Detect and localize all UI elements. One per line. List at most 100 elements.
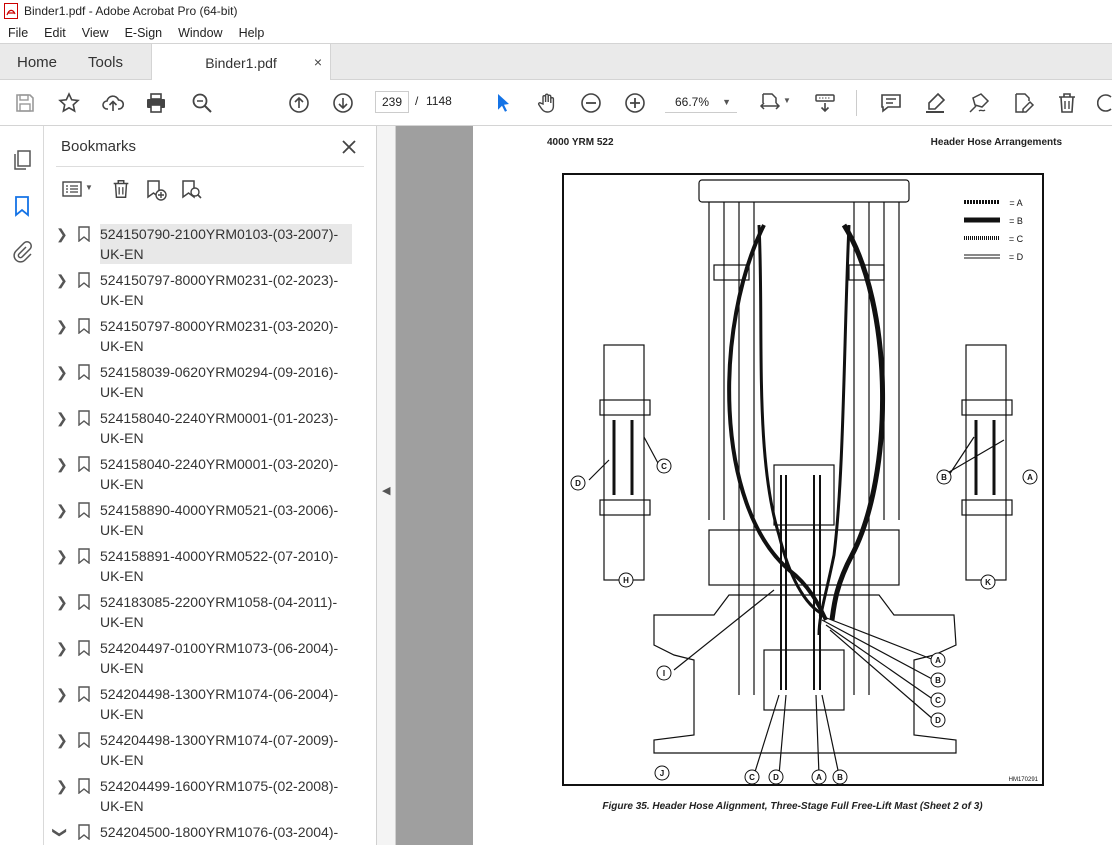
- attachments-icon[interactable]: [10, 240, 34, 264]
- page-thumbnails-icon[interactable]: [10, 148, 34, 172]
- tab-document-label: Binder1.pdf: [205, 54, 277, 71]
- zoom-level-select[interactable]: 66.7% ▼: [665, 91, 737, 113]
- sign-pen-icon[interactable]: [966, 90, 992, 116]
- callout-label: A: [935, 656, 941, 665]
- title-bar: Binder1.pdf - Adobe Acrobat Pro (64-bit): [0, 0, 1112, 22]
- chevron-right-icon[interactable]: ❯: [56, 548, 68, 564]
- chevron-right-icon[interactable]: ❯: [56, 456, 68, 472]
- bookmark-item[interactable]: ❯ 524150790-2100YRM0103-(03-2007)-UK-EN: [44, 222, 359, 268]
- chevron-right-icon[interactable]: ❯: [56, 318, 68, 334]
- zoom-level-value: 66.7%: [675, 94, 710, 109]
- tab-tools[interactable]: Tools: [88, 53, 124, 71]
- menu-view[interactable]: View: [81, 25, 109, 40]
- chevron-down-icon: ▼: [722, 96, 731, 107]
- chevron-right-icon[interactable]: ❯: [56, 778, 68, 794]
- rotate-icon[interactable]: [1096, 90, 1112, 116]
- chevron-right-icon[interactable]: ❯: [56, 364, 68, 380]
- bookmark-item[interactable]: ❯ 524158040-2240YRM0001-(01-2023)-UK-EN: [44, 406, 359, 452]
- bookmark-item[interactable]: ❯ 524204497-0100YRM1073-(06-2004)-UK-EN: [44, 636, 359, 682]
- bookmark-label: 524204498-1300YRM1074-(06-2004)-UK-EN: [100, 686, 339, 722]
- bookmark-icon: [78, 732, 90, 748]
- options-list-icon[interactable]: [62, 179, 82, 199]
- menu-esign[interactable]: E-Sign: [124, 25, 163, 40]
- bookmark-icon: [78, 410, 90, 426]
- technical-figure: = A = B = C = D A B C D C D: [562, 173, 1044, 786]
- tab-home[interactable]: Home: [17, 53, 58, 71]
- previous-page-icon[interactable]: [286, 90, 312, 116]
- edit-pdf-icon[interactable]: [1010, 90, 1036, 116]
- bookmark-item[interactable]: ❯ 524204499-1600YRM1075-(02-2008)-UK-EN: [44, 774, 359, 820]
- scroll-mode-icon[interactable]: [812, 90, 838, 116]
- bookmark-icon: [78, 778, 90, 794]
- bookmarks-panel: Bookmarks ▼ ❯ 524150790-2100YRM0103-(03-…: [44, 126, 413, 845]
- bookmark-item[interactable]: ❯ 524158891-4000YRM0522-(07-2010)-UK-EN: [44, 544, 359, 590]
- chevron-down-icon[interactable]: ❯: [52, 826, 69, 839]
- callout-label: D: [575, 479, 581, 488]
- chevron-right-icon[interactable]: ❯: [56, 226, 68, 242]
- close-icon[interactable]: [341, 139, 357, 155]
- print-icon[interactable]: [143, 90, 169, 116]
- bookmark-item[interactable]: ❯ 524204500-1800YRM1076-(03-2004)-: [44, 820, 359, 845]
- bookmark-label: 524204498-1300YRM1074-(07-2009)-UK-EN: [100, 732, 339, 768]
- collapse-arrow-icon[interactable]: ◀: [382, 485, 391, 497]
- bookmark-icon: [78, 318, 90, 334]
- bookmark-item[interactable]: ❯ 524158890-4000YRM0521-(03-2006)-UK-EN: [44, 498, 359, 544]
- bookmark-item[interactable]: ❯ 524204498-1300YRM1074-(06-2004)-UK-EN: [44, 682, 359, 728]
- panel-collapse-handle[interactable]: ◀: [377, 126, 396, 845]
- select-cursor-icon[interactable]: [490, 90, 516, 116]
- chevron-down-icon[interactable]: ▼: [85, 183, 93, 192]
- bookmark-item[interactable]: ❯ 524183085-2200YRM1058-(04-2011)-UK-EN: [44, 590, 359, 636]
- bookmark-label: 524158891-4000YRM0522-(07-2010)-UK-EN: [100, 548, 339, 584]
- zoom-in-icon[interactable]: [622, 90, 648, 116]
- bookmark-label: 524158040-2240YRM0001-(03-2020)-UK-EN: [100, 456, 339, 492]
- delete-icon[interactable]: [1054, 90, 1080, 116]
- chevron-right-icon[interactable]: ❯: [56, 410, 68, 426]
- page-header-right: Header Hose Arrangements: [930, 137, 1062, 148]
- find-bookmark-icon[interactable]: [179, 178, 203, 202]
- tab-document[interactable]: Binder1.pdf ×: [151, 44, 331, 81]
- figure-id: HM170291: [1009, 777, 1039, 783]
- chevron-right-icon[interactable]: ❯: [56, 686, 68, 702]
- chevron-right-icon[interactable]: ❯: [56, 502, 68, 518]
- hand-tool-icon[interactable]: [534, 90, 560, 116]
- bookmark-item[interactable]: ❯ 524158040-2240YRM0001-(03-2020)-UK-EN: [44, 452, 359, 498]
- page-number-input[interactable]: 239: [375, 91, 409, 113]
- bookmark-item[interactable]: ❯ 524150797-8000YRM0231-(02-2023)-UK-EN: [44, 268, 359, 314]
- bookmark-item[interactable]: ❯ 524150797-8000YRM0231-(03-2020)-UK-EN: [44, 314, 359, 360]
- toolbar-divider: [856, 90, 857, 116]
- bookmark-icon: [78, 824, 90, 840]
- next-page-icon[interactable]: [330, 90, 356, 116]
- chevron-right-icon[interactable]: ❯: [56, 594, 68, 610]
- menu-window[interactable]: Window: [178, 25, 223, 40]
- zoom-out-icon[interactable]: [578, 90, 604, 116]
- callout-label: B: [941, 473, 947, 482]
- upload-cloud-icon[interactable]: [100, 90, 126, 116]
- page-fit-icon[interactable]: ▼: [757, 90, 791, 116]
- callout-label: C: [749, 773, 755, 782]
- bookmark-icon: [78, 364, 90, 380]
- menu-file[interactable]: File: [8, 25, 29, 40]
- bookmark-icon: [78, 502, 90, 518]
- save-icon[interactable]: [12, 90, 38, 116]
- chevron-right-icon[interactable]: ❯: [56, 272, 68, 288]
- delete-bookmark-icon[interactable]: [110, 178, 132, 200]
- highlight-pen-icon[interactable]: [922, 90, 948, 116]
- menu-edit[interactable]: Edit: [44, 25, 66, 40]
- bookmark-icon: [78, 594, 90, 610]
- star-icon[interactable]: [56, 90, 82, 116]
- navigation-rail: [0, 126, 44, 845]
- callout-label: C: [935, 696, 941, 705]
- bookmarks-icon[interactable]: [10, 194, 34, 218]
- close-tab-icon[interactable]: ×: [313, 54, 322, 70]
- bookmark-item[interactable]: ❯ 524204498-1300YRM1074-(07-2009)-UK-EN: [44, 728, 359, 774]
- legend-entry: = B: [1009, 216, 1023, 226]
- chevron-right-icon[interactable]: ❯: [56, 732, 68, 748]
- chevron-right-icon[interactable]: ❯: [56, 640, 68, 656]
- new-bookmark-icon[interactable]: [144, 178, 168, 202]
- bookmark-label: 524150797-8000YRM0231-(02-2023)-UK-EN: [100, 272, 339, 308]
- bookmark-item[interactable]: ❯ 524158039-0620YRM0294-(09-2016)-UK-EN: [44, 360, 359, 406]
- menu-help[interactable]: Help: [238, 25, 265, 40]
- zoom-search-icon[interactable]: [189, 90, 215, 116]
- comment-icon[interactable]: [878, 90, 904, 116]
- document-viewer[interactable]: 4000 YRM 522 Header Hose Arrangements: [396, 126, 1112, 845]
